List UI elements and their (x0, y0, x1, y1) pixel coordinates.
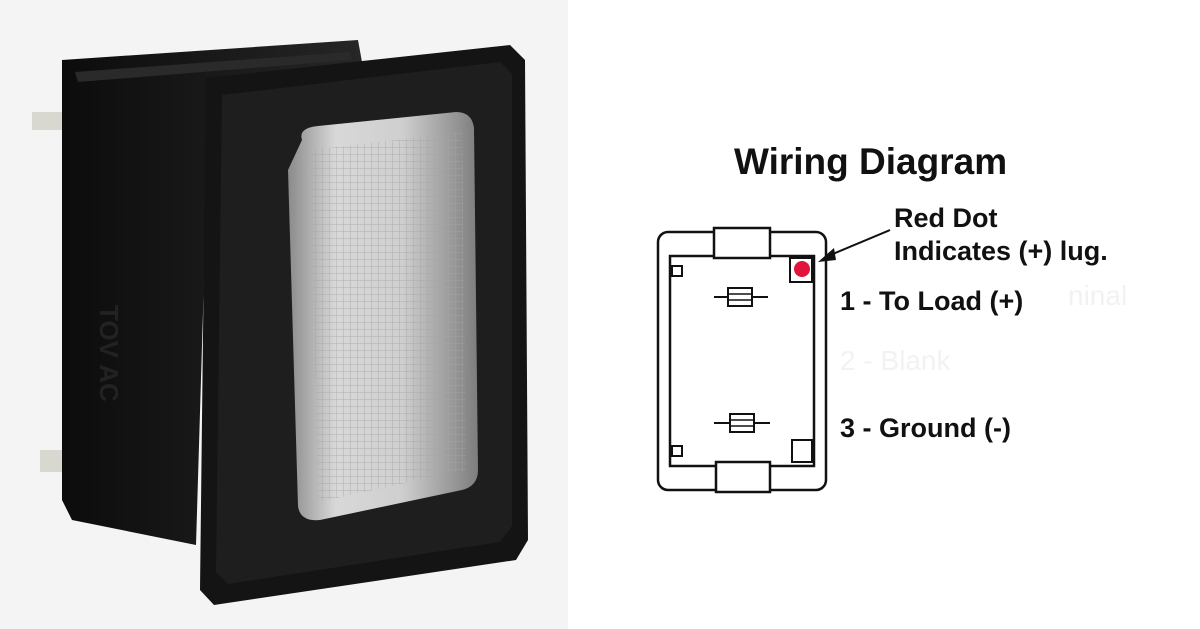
positive-lug-box (789, 257, 813, 283)
callout-line-2: Indicates (+) lug. (894, 236, 1108, 266)
top-tab (712, 226, 772, 260)
red-dot-icon (794, 261, 810, 277)
terminal-3-label: 3 - Ground (-) (840, 413, 1011, 443)
product-photo: TOV AC (0, 0, 568, 629)
switch-body-side (62, 40, 362, 545)
rocker-switch-illustration: TOV AC (32, 40, 528, 605)
faint-terminal-label: 2 - Blank (840, 345, 951, 376)
terminal-3-blade (714, 413, 770, 433)
lens-texture (310, 132, 466, 502)
diagram-title: Wiring Diagram (734, 141, 1007, 182)
switch-body-top-edge (75, 52, 352, 82)
corner-mark-bottom-left (671, 445, 683, 457)
wiring-diagram: ninal 2 - Blank Wiring Diagram Red Dot I… (656, 141, 1127, 494)
terminal-1-label: 1 - To Load (+) (840, 286, 1023, 316)
corner-mark-top-left (671, 265, 683, 277)
terminal-1-blade (714, 287, 768, 307)
callout-arrow-line (827, 229, 891, 257)
housing-marking: TOV AC (94, 305, 124, 402)
faint-terminal-suffix: ninal (1068, 280, 1127, 311)
corner-mark-bottom-right (791, 439, 813, 463)
callout-line-1: Red Dot (894, 203, 998, 233)
wiring-diagram-panel: ninal 2 - Blank Wiring Diagram Red Dot I… (568, 0, 1200, 629)
bottom-tab (714, 460, 772, 494)
